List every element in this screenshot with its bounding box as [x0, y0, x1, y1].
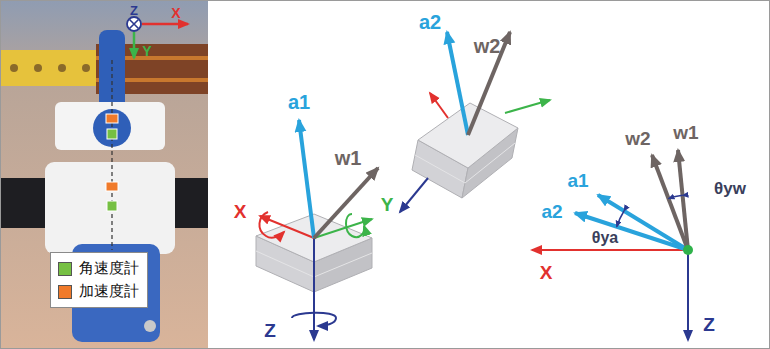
legend-swatch [58, 262, 72, 276]
accelerometer-mark [106, 182, 118, 191]
white-housing [55, 102, 165, 150]
axis-label: Z [130, 4, 138, 17]
acceleration-vector [447, 32, 468, 135]
x-axis-arrow [430, 93, 448, 118]
angle-arc [617, 211, 624, 227]
yellow-strap [0, 50, 112, 86]
axis-label: X [540, 263, 553, 282]
axis-label: Z [264, 321, 276, 340]
y-axis-arrow [133, 32, 136, 58]
z-axis-arrow [687, 250, 689, 340]
vector-label: a2 [541, 202, 562, 221]
x-axis-arrow [142, 23, 188, 26]
z-axis-arrow [400, 178, 428, 212]
photo-ground [0, 0, 208, 349]
cube-layer [415, 143, 515, 183]
x-axis-arrow [532, 249, 688, 251]
axis-label: Y [142, 44, 151, 58]
z-axis-arrow [313, 238, 315, 340]
strap-hole [34, 64, 42, 72]
rotation-arrow [346, 214, 364, 237]
legend-row: 角速度計 [58, 257, 139, 280]
angle-arc [669, 195, 683, 198]
legend-text: 加速度計 [79, 282, 139, 301]
photo [0, 0, 208, 349]
acceleration-vector [299, 120, 314, 238]
legend-box: 角速度計加速度計 [50, 252, 148, 308]
vector-label: a1 [567, 171, 588, 190]
center-line [111, 60, 112, 250]
screw [144, 320, 156, 332]
white-housing [45, 162, 175, 254]
strap-hole [10, 64, 18, 72]
rotation-arrow [259, 212, 284, 238]
vector-label: a2 [419, 12, 441, 32]
accelerometer-mark [106, 114, 118, 123]
strap-hole [58, 64, 66, 72]
gyroscope-mark [107, 129, 117, 139]
legend-swatch [58, 285, 72, 299]
axis-label: X [234, 202, 247, 221]
angular-velocity-vector [652, 155, 688, 250]
y-axis-arrow [505, 100, 550, 113]
z-axis-cross [130, 20, 139, 29]
vector-label: w1 [673, 123, 698, 142]
vector-label: w2 [625, 129, 650, 148]
blue-disc [93, 109, 131, 147]
vector-label: a1 [288, 92, 310, 112]
angular-velocity-vector [468, 32, 510, 135]
axis-label: X [171, 6, 180, 20]
gyroscope-mark [107, 201, 117, 211]
angle-label: θyw [714, 180, 746, 197]
acceleration-vector [575, 213, 688, 250]
legend-row: 加速度計 [58, 280, 139, 303]
vector-label: w1 [335, 148, 362, 168]
axis-label: Z [703, 315, 715, 334]
angular-velocity-vector [314, 168, 378, 238]
vector-label: w2 [474, 36, 501, 56]
strap-hole [82, 64, 90, 72]
angle-label: θya [591, 230, 619, 246]
rotation-arrow [292, 313, 336, 326]
z-axis-symbol [127, 17, 141, 31]
origin-dot [683, 245, 693, 255]
x-axis-arrow [260, 216, 314, 238]
blue-pointer [99, 30, 125, 114]
cube-face [418, 103, 518, 168]
axis-label: Y [381, 195, 394, 214]
legend-text: 角速度計 [79, 259, 139, 278]
